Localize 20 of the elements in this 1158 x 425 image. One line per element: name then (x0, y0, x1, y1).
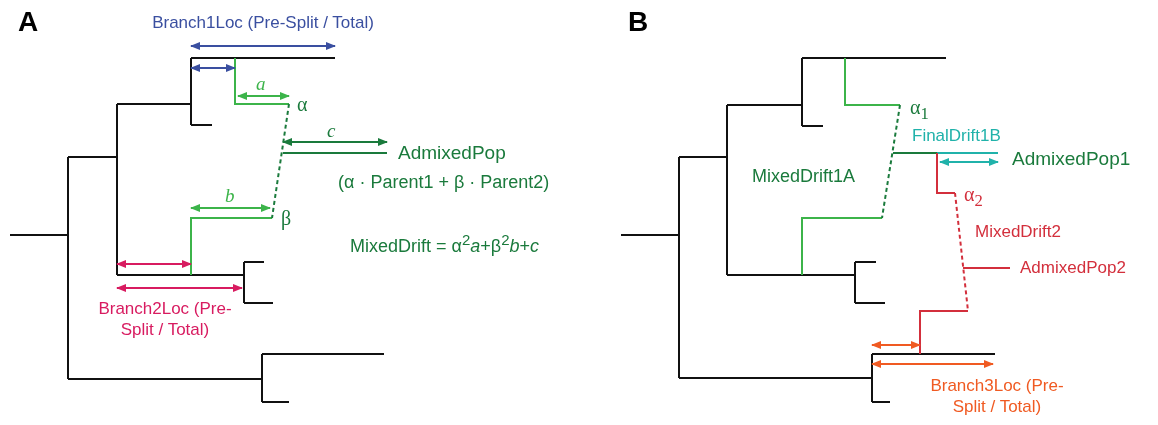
drift-label: MixedDrift1A (752, 165, 856, 187)
variable-label: β (281, 206, 292, 230)
measure-label: Branch1Loc (Pre-Split / Total) (151, 12, 375, 33)
variable-label: b (225, 184, 235, 207)
formula: (α · Parent1 + β · Parent2) (338, 171, 550, 193)
population-label: AdmixedPop1 (1012, 147, 1131, 170)
population-label: AdmixedPop (398, 141, 506, 164)
variable-label: c (327, 119, 336, 142)
panel-letter: A (18, 6, 39, 38)
formula: MixedDrift = α$^{2}$a+β$^{2}$b+c (350, 230, 540, 257)
drift-label: MixedDrift2 (975, 221, 1061, 242)
variable-label: α$_{1}$ (910, 95, 929, 125)
drift-label: FinalDrift1B (912, 125, 1001, 146)
variable-label: α (297, 92, 308, 116)
panel-letter: B (628, 6, 649, 38)
measure-label: Branch3Loc (Pre-Split / Total) (929, 375, 1065, 417)
variable-label: α$_{2}$ (964, 182, 983, 212)
variable-label: a (256, 72, 266, 95)
measure-label: Branch2Loc (Pre-Split / Total) (97, 298, 233, 340)
population-label: AdmixedPop2 (1020, 257, 1126, 278)
